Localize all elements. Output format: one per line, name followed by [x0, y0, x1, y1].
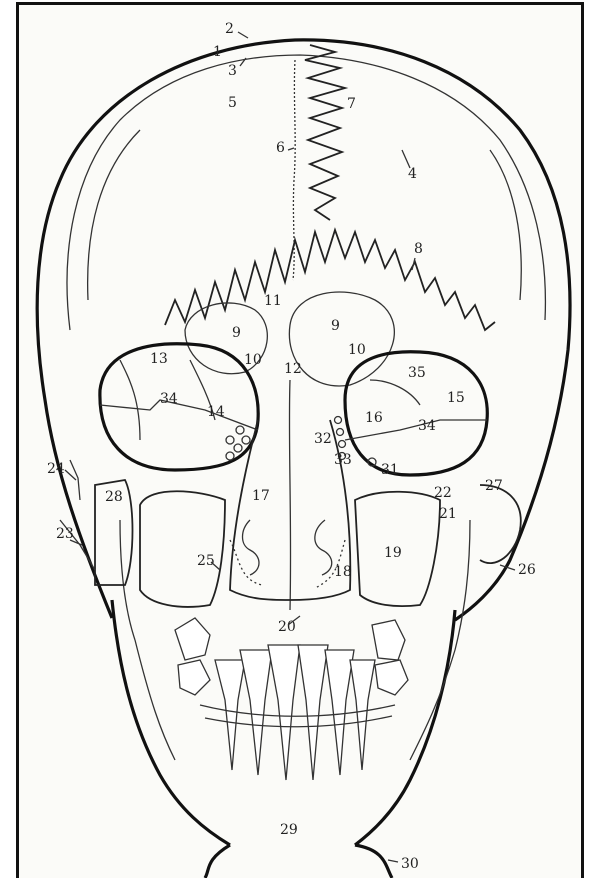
- label-12: 12: [284, 361, 302, 377]
- label-27: 27: [485, 478, 503, 494]
- label-2: 2: [225, 21, 234, 37]
- label-33: 33: [334, 452, 352, 468]
- label-9-right: 9: [331, 318, 340, 334]
- maxillary-sinus-left: [140, 491, 225, 607]
- label-23: 23: [56, 526, 74, 542]
- label-28: 28: [105, 489, 123, 505]
- cranium-outline: [37, 40, 570, 620]
- nasal-septum: [289, 380, 290, 610]
- serrated-suture: [165, 230, 495, 330]
- label-19: 19: [384, 545, 402, 561]
- teeth: [175, 618, 408, 780]
- label-35: 35: [408, 365, 426, 381]
- label-13: 13: [150, 351, 168, 367]
- label-22: 22: [434, 485, 452, 501]
- label-25: 25: [197, 553, 215, 569]
- label-1: 1: [213, 44, 222, 60]
- label-34-right: 34: [418, 418, 436, 434]
- label-9-left: 9: [232, 325, 241, 341]
- label-15: 15: [447, 390, 465, 406]
- label-31: 31: [381, 462, 399, 478]
- label-4: 4: [408, 166, 417, 182]
- zigzag-suture: [305, 45, 345, 220]
- label-24: 24: [47, 461, 65, 477]
- label-14: 14: [207, 404, 225, 420]
- label-16: 16: [365, 410, 383, 426]
- label-3: 3: [228, 63, 237, 79]
- label-26: 26: [518, 562, 536, 578]
- label-6: 6: [276, 140, 285, 156]
- label-30: 30: [401, 856, 419, 872]
- label-5: 5: [228, 95, 237, 111]
- label-34-left: 34: [160, 391, 178, 407]
- label-17: 17: [252, 488, 270, 504]
- inner-cranial-contour: [67, 55, 545, 330]
- frontal-sinus-right: [289, 292, 394, 386]
- label-18: 18: [334, 564, 352, 580]
- label-10-right: 10: [348, 342, 366, 358]
- label-32: 32: [314, 431, 332, 447]
- label-7: 7: [347, 96, 356, 112]
- label-8: 8: [414, 241, 423, 257]
- label-11: 11: [264, 293, 282, 309]
- label-29: 29: [280, 822, 298, 838]
- label-10-left: 10: [244, 352, 262, 368]
- label-21: 21: [439, 506, 457, 522]
